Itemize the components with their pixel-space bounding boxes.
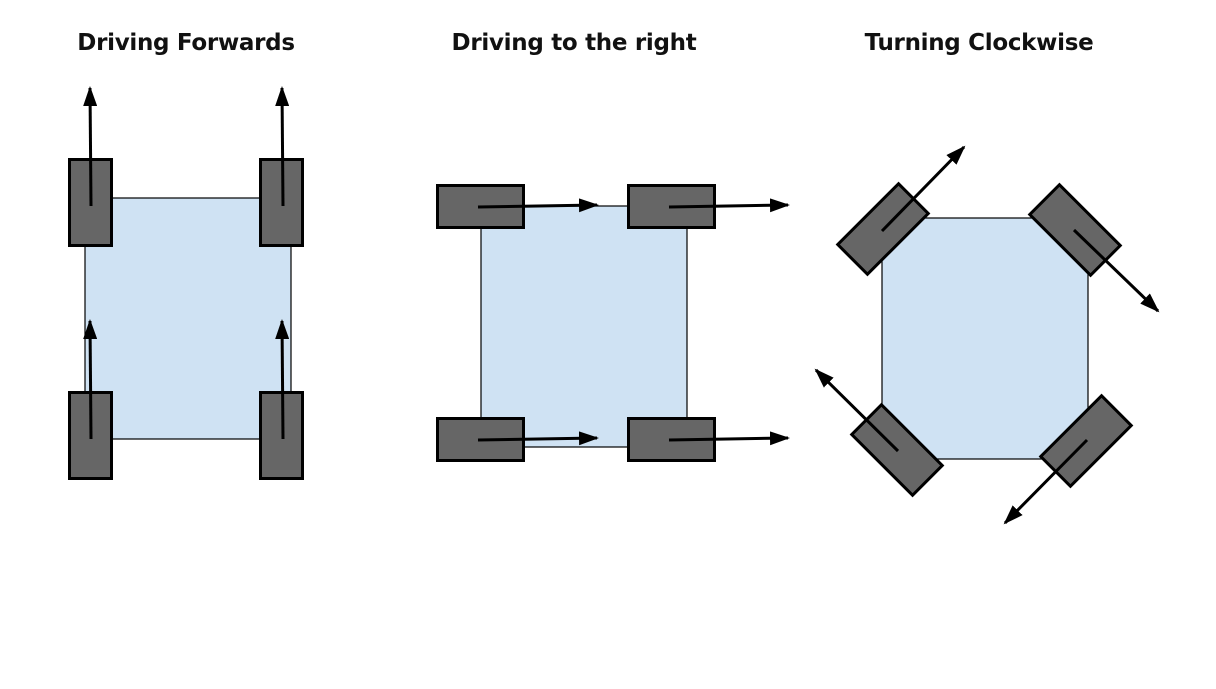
- arrow-rear-right: [668, 431, 790, 446]
- robot-body: [480, 205, 688, 448]
- arrow-rear-left: [83, 319, 98, 440]
- arrow-front-left: [477, 198, 599, 213]
- panel-turning-clockwise: [814, 145, 1160, 525]
- arrow-front-left: [83, 86, 98, 207]
- panel-driving-forwards: [68, 86, 304, 480]
- arrow-front-right: [668, 198, 790, 213]
- arrow-rear-right: [1003, 438, 1089, 525]
- panel-title-driving-right: Driving to the right: [451, 30, 697, 56]
- panel-title-turning-clockwise: Turning Clockwise: [864, 30, 1094, 56]
- arrow-front-left: [880, 145, 966, 233]
- robot-body: [881, 217, 1089, 460]
- panel-driving-right: [436, 184, 790, 462]
- arrow-rear-right: [275, 319, 290, 440]
- arrow-front-right: [1072, 228, 1160, 313]
- arrow-rear-left: [477, 431, 599, 446]
- robot-body: [84, 197, 292, 440]
- arrow-rear-left: [814, 368, 900, 453]
- arrow-front-right: [275, 86, 290, 207]
- panel-title-driving-forwards: Driving Forwards: [77, 30, 295, 56]
